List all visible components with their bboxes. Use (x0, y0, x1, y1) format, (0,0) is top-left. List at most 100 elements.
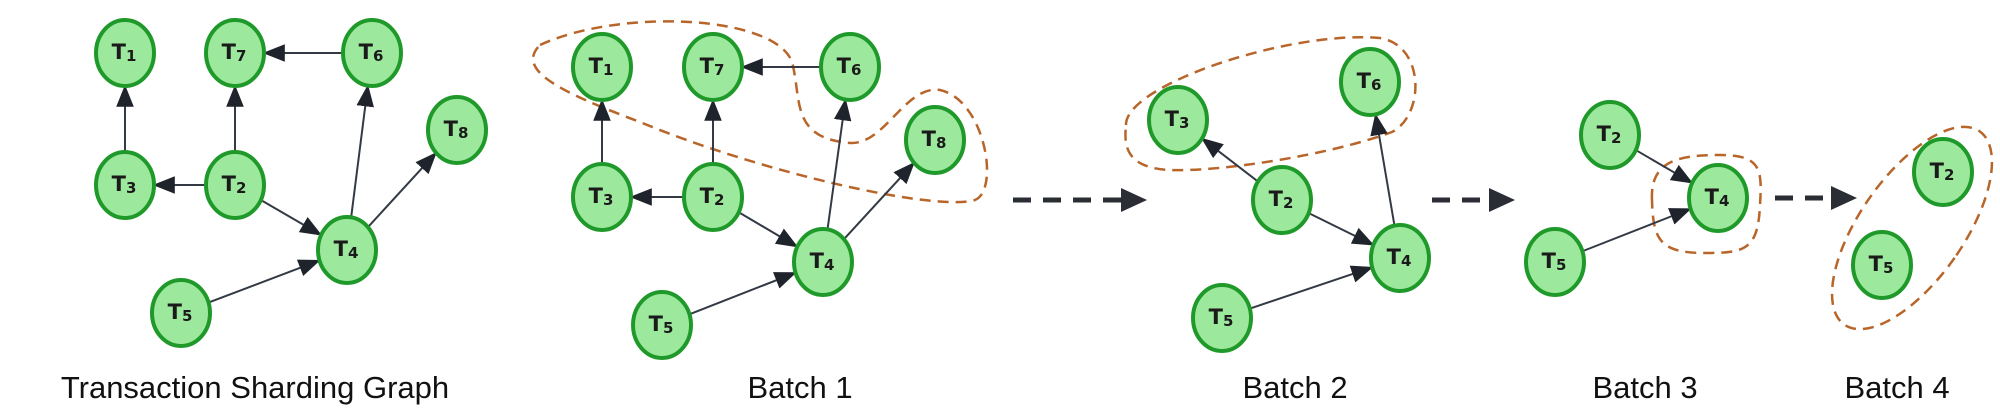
node-label: T5 (1542, 249, 1567, 274)
node-t3: T3 (94, 150, 156, 220)
node-t5: T5 (631, 290, 693, 360)
edge-T2-to-T4 (739, 211, 799, 248)
node-label: T2 (1930, 159, 1955, 184)
node-label: T2 (1269, 187, 1294, 212)
edge-T2-to-T4 (1309, 212, 1375, 246)
node-label: T1 (112, 40, 137, 65)
node-label: T4 (334, 237, 359, 262)
node-label: T2 (222, 172, 247, 197)
edge-T4-to-T6 (1370, 113, 1396, 225)
node-t5: T5 (1191, 283, 1253, 353)
caption-batch-3: Batch 3 (1592, 370, 1697, 405)
edge-T5-to-T4 (209, 259, 321, 304)
node-label: T2 (700, 184, 725, 209)
node-circle (631, 290, 693, 360)
node-label: T4 (1387, 245, 1412, 270)
node-label: T1 (589, 54, 614, 79)
node-t2: T2 (1251, 165, 1313, 235)
node-circle (1191, 283, 1253, 353)
node-circle (904, 105, 966, 175)
node-circle (94, 18, 156, 88)
edge-T2-to-T4 (261, 199, 323, 236)
node-circle (682, 32, 744, 102)
node-circle (571, 32, 633, 102)
edge-T2-to-T4 (1636, 149, 1694, 184)
node-circle (792, 227, 854, 297)
node-label: T3 (112, 172, 137, 197)
node-label: T5 (168, 300, 193, 325)
node-circle (1579, 100, 1641, 170)
node-label: T6 (1357, 69, 1382, 94)
node-t4: T4 (1369, 223, 1431, 293)
node-t4: T4 (792, 227, 854, 297)
node-circle (316, 215, 378, 285)
node-label: T5 (649, 312, 674, 337)
edge-T4-to-T6 (826, 98, 852, 229)
node-label: T5 (1869, 252, 1894, 277)
node-circle (1339, 47, 1401, 117)
node-t5: T5 (1524, 227, 1586, 297)
node-label: T5 (1209, 305, 1234, 330)
node-label: T8 (444, 117, 469, 142)
node-label: T8 (922, 127, 947, 152)
batch-4-group-outline (1830, 125, 1994, 331)
batch-2-group-outline (1124, 35, 1417, 172)
node-circle (1851, 230, 1913, 300)
node-t2: T2 (1579, 100, 1641, 170)
node-circle (1687, 163, 1749, 233)
node-circle (341, 18, 403, 88)
node-label: T6 (837, 54, 862, 79)
edge-T5-to-T4 (1250, 265, 1374, 310)
node-circle (204, 150, 266, 220)
node-label: T3 (589, 184, 614, 209)
node-t3: T3 (1147, 85, 1209, 155)
node-circle (1369, 223, 1431, 293)
node-circle (426, 95, 488, 165)
node-label: T7 (222, 40, 247, 65)
node-circle (1524, 227, 1586, 297)
flow-arrow-3-head-icon (1831, 186, 1857, 210)
node-t5: T5 (1851, 230, 1913, 300)
node-t8: T8 (904, 105, 966, 175)
node-t7: T7 (204, 18, 266, 88)
node-t2: T2 (1912, 137, 1974, 207)
edge-T2-to-T3 (1201, 137, 1258, 182)
node-label: T6 (359, 40, 384, 65)
node-label: T4 (1705, 185, 1730, 210)
caption-sharding-graph: Transaction Sharding Graph (61, 370, 449, 405)
caption-batch-4: Batch 4 (1844, 370, 1949, 405)
node-t4: T4 (1687, 163, 1749, 233)
node-label: T2 (1597, 122, 1622, 147)
node-t8: T8 (426, 95, 488, 165)
node-circle (1912, 137, 1974, 207)
node-label: T3 (1165, 107, 1190, 132)
node-t1: T1 (571, 32, 633, 102)
caption-batch-2: Batch 2 (1242, 370, 1347, 405)
node-circle (819, 32, 881, 102)
node-circle (571, 162, 633, 232)
edge-T4-to-T8 (367, 151, 437, 228)
batch-3-group-outline (1650, 153, 1762, 255)
flow-arrow-2-head-icon (1489, 188, 1515, 212)
node-circle (94, 150, 156, 220)
node-t6: T6 (341, 18, 403, 88)
node-t5: T5 (150, 278, 212, 348)
node-circle (1251, 165, 1313, 235)
node-label: T4 (810, 249, 835, 274)
edge-T4-to-T6 (350, 84, 374, 217)
node-t2: T2 (682, 162, 744, 232)
node-t2: T2 (204, 150, 266, 220)
caption-batch-1: Batch 1 (747, 370, 852, 405)
node-circle (1147, 85, 1209, 155)
node-circle (204, 18, 266, 88)
node-t1: T1 (94, 18, 156, 88)
node-t3: T3 (571, 162, 633, 232)
edge-T4-to-T8 (843, 161, 915, 240)
edge-T5-to-T4 (1582, 208, 1692, 252)
node-t4: T4 (316, 215, 378, 285)
node-circle (150, 278, 212, 348)
flow-arrow-1-head-icon (1121, 188, 1147, 212)
node-t6: T6 (1339, 47, 1401, 117)
